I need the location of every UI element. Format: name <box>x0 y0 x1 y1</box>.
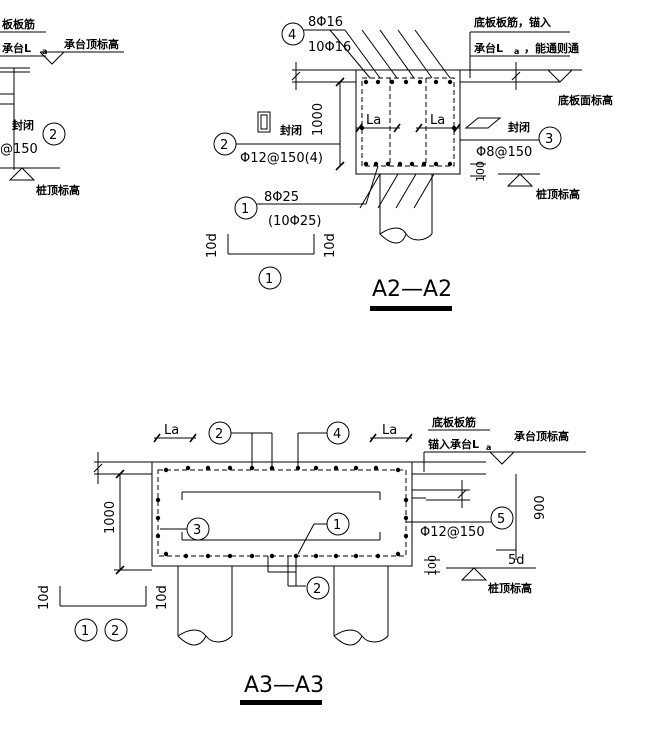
a3-top-bars <box>163 465 401 473</box>
a3-break-left <box>93 452 103 484</box>
a2-la-right: La <box>430 113 445 128</box>
left-fragment: 板板筋 承台L 承台顶标高 封闭 2 @150 桩顶标高 <box>0 17 124 197</box>
a2-slab-elev-marker <box>547 69 573 83</box>
a3-title-underline <box>240 700 322 705</box>
a3-pile-top-elev: 桩顶标高 <box>488 581 532 595</box>
a2-bottom-bars-2: (10Φ25) <box>268 214 321 229</box>
svg-text:5: 5 <box>497 512 505 527</box>
svg-text:1: 1 <box>333 518 341 533</box>
a2-bottom-bars-1: 8Φ25 <box>264 190 299 205</box>
a3-stirrup-label: Φ12@150 <box>420 525 485 540</box>
a2-cover-label: 100 <box>474 161 487 182</box>
a2-seal-left-label: 封闭 <box>280 123 302 137</box>
a3-callout-2-bottom <box>306 576 330 600</box>
a3-detail-callout-2 <box>104 618 128 642</box>
a3-cover-label: 100 <box>426 555 439 576</box>
a3-callout-5 <box>490 506 514 530</box>
a3-hook-5d: 5d <box>508 553 525 568</box>
elevation-marker <box>39 51 65 65</box>
a2-stirrup-label: Φ12@150(4) <box>240 151 323 166</box>
la-subscript: a <box>486 443 491 452</box>
left-callout-2 <box>42 122 66 146</box>
a2-seal-right-label: 封闭 <box>508 120 530 134</box>
a2-bar-detail: 10d 10d 1 <box>205 233 338 290</box>
pile-elevation-marker <box>8 167 36 181</box>
svg-text:2: 2 <box>215 427 223 442</box>
svg-text:2: 2 <box>313 582 321 597</box>
svg-text:2: 2 <box>49 128 57 143</box>
a3-bar-detail: 10d 10d 1 2 <box>37 585 170 642</box>
a2-top-bars-2: 10Φ16 <box>308 40 351 55</box>
a3-cap-outline <box>151 461 413 567</box>
a3-hook-left: 10d <box>37 585 52 610</box>
a2-break-left <box>291 62 301 90</box>
section-a2: 4 8Φ16 10Φ16 底板板筋，锚入 承台L ，能通则通 底板面标高 <box>205 15 613 311</box>
a3-elev-marker <box>489 451 515 465</box>
a2-top-bars-1: 8Φ16 <box>308 15 343 30</box>
left-pile-top-elev: 桩顶标高 <box>36 183 80 197</box>
a2-slab-top-elev: 底板面标高 <box>558 93 613 107</box>
svg-text:2: 2 <box>220 138 228 153</box>
svg-text:4: 4 <box>288 28 296 43</box>
svg-text:3: 3 <box>545 132 553 147</box>
svg-text:2: 2 <box>111 624 119 639</box>
a3-break-right <box>457 480 467 508</box>
a3-title: A3—A3 <box>244 673 324 698</box>
a2-hook-right: 10d <box>323 233 338 258</box>
svg-text:1: 1 <box>265 272 273 287</box>
a2-depth-label: 1000 <box>311 103 326 136</box>
a2-title: A2—A2 <box>372 277 452 302</box>
a3-detail-callout-1 <box>74 618 98 642</box>
a2-rebar-cage <box>361 77 455 167</box>
a2-bottom-bars <box>363 161 453 167</box>
a2-slab-note-2: 承台L <box>474 41 503 55</box>
a2-callout-3 <box>538 126 562 150</box>
a2-top-bars <box>363 79 453 85</box>
a2-seal-left-icon <box>257 111 271 133</box>
svg-text:3: 3 <box>193 523 201 538</box>
a2-slab-note-1: 底板板筋，锚入 <box>474 15 551 29</box>
a2-pile-elev-marker <box>506 173 534 187</box>
a2-callout-1 <box>234 196 258 220</box>
la-subscript: a <box>514 47 519 56</box>
a2-title-underline <box>370 306 452 311</box>
a3-slab-note-1: 底板板筋 <box>432 415 476 429</box>
a3-cap-top-elev: 承台顶标高 <box>514 429 569 443</box>
a2-pile-top-elev: 桩顶标高 <box>536 187 580 201</box>
left-anchor-note: 承台L <box>2 41 31 55</box>
a3-la-right: La <box>382 423 397 438</box>
svg-text:1: 1 <box>241 202 249 217</box>
a3-la-left: La <box>164 423 179 438</box>
svg-text:1: 1 <box>81 624 89 639</box>
a2-callout-4 <box>281 22 305 46</box>
svg-text:4: 4 <box>333 427 341 442</box>
a3-pile-elev-marker <box>460 567 488 581</box>
a2-cap-outline <box>355 69 461 175</box>
a2-seal-right-icon <box>464 117 502 129</box>
a2-break-right <box>511 62 521 90</box>
a3-pile-right <box>333 566 389 646</box>
la-subscript: a <box>42 47 47 56</box>
left-cap-top-elev: 承台顶标高 <box>64 37 119 51</box>
section-a3: La 2 4 La 底板板筋 锚入承台L 承台顶标高 <box>37 415 586 705</box>
left-spacing-label: @150 <box>0 142 38 157</box>
a2-la-left: La <box>366 113 381 128</box>
a3-side-depth: 900 <box>533 495 548 520</box>
a3-pile-left <box>177 566 233 646</box>
a2-tie-label: Φ8@150 <box>476 145 532 160</box>
a2-hook-left: 10d <box>205 233 220 258</box>
a2-slab-note-tail: ，能通则通 <box>524 41 579 55</box>
a3-depth-label: 1000 <box>103 501 118 534</box>
left-seal-label: 封闭 <box>12 118 34 132</box>
a3-rebar-cage <box>157 469 407 557</box>
a3-side-bars <box>155 497 409 539</box>
a3-slab-note-2: 锚入承台L <box>428 437 479 451</box>
a2-detail-callout <box>258 266 282 290</box>
left-rebar-note: 板板筋 <box>2 17 35 31</box>
a3-bottom-bars <box>163 551 401 559</box>
a3-hook-right: 10d <box>155 585 170 610</box>
a2-pile <box>379 174 433 244</box>
